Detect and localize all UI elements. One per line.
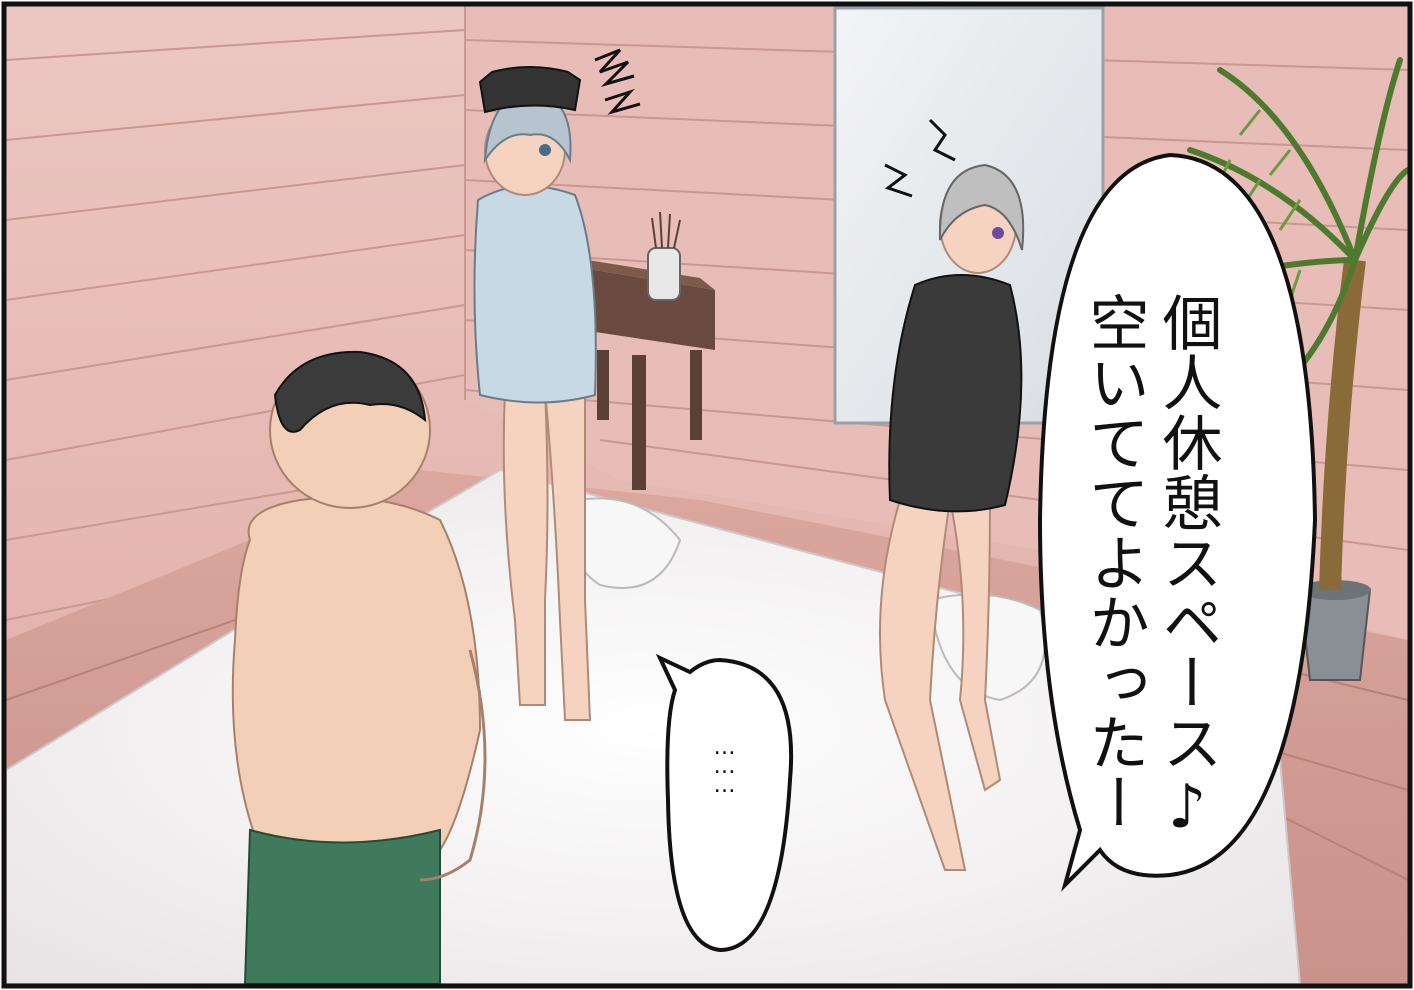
- speech-bubble-main: [1037, 152, 1318, 892]
- side-table: [575, 211, 715, 490]
- incense-vase: [647, 247, 681, 301]
- speech-line-2: 空いててよかったー: [1079, 292, 1149, 832]
- irritation-marks: [594, 48, 956, 198]
- speech-line-1: 個人休憩スペース♪: [1152, 292, 1222, 842]
- speech-bubble-small: [655, 653, 794, 953]
- girl-light-hoodie: [473, 66, 597, 721]
- girl-dark-hoodie: [879, 163, 1025, 871]
- boy-back-view: [231, 350, 487, 985]
- potted-palm: [1187, 57, 1411, 681]
- speech-ellipsis: ………: [712, 735, 737, 792]
